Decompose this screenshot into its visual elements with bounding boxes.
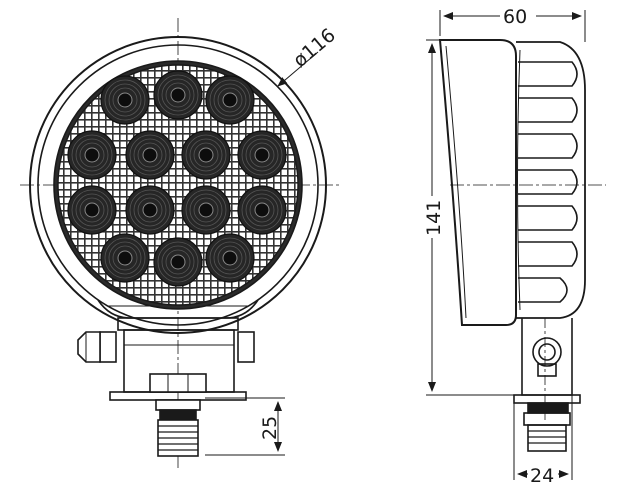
heatsink-fin [518,169,578,195]
bracket-height-dimension [205,397,285,456]
side-bracket [513,318,581,452]
diameter-label: ø116 [289,24,340,72]
heatsink-fins [517,49,578,311]
height-label: 141 [423,200,445,236]
led [67,185,117,235]
housing-inner-ring [37,44,319,326]
led [153,237,203,287]
mounting-bracket [77,317,255,457]
led-array [67,70,287,287]
heatsink-spine [517,49,521,311]
front-view [20,18,340,468]
heatsink-fin [518,61,578,87]
led [237,185,287,235]
led [100,233,150,283]
led [125,130,175,180]
heatsink-fin [518,97,578,123]
bracket-width-label: 24 [530,465,554,487]
led [237,130,287,180]
led [181,185,231,235]
led [181,130,231,180]
led [205,233,255,283]
heatsink-fin [518,241,578,267]
led [100,75,150,125]
heatsink-body [516,41,586,319]
bracket-height-label: 25 [259,416,281,440]
side-bezel [438,39,517,326]
led [125,185,175,235]
housing-outer-ring [29,36,327,334]
heatsink-fin [518,133,578,159]
heatsink-lower-fin [518,277,568,303]
led [67,130,117,180]
diameter-dimension [277,51,319,87]
heatsink-fin [518,205,578,231]
side-view [426,10,606,480]
depth-label: 60 [503,6,527,28]
led [205,75,255,125]
led [153,70,203,120]
